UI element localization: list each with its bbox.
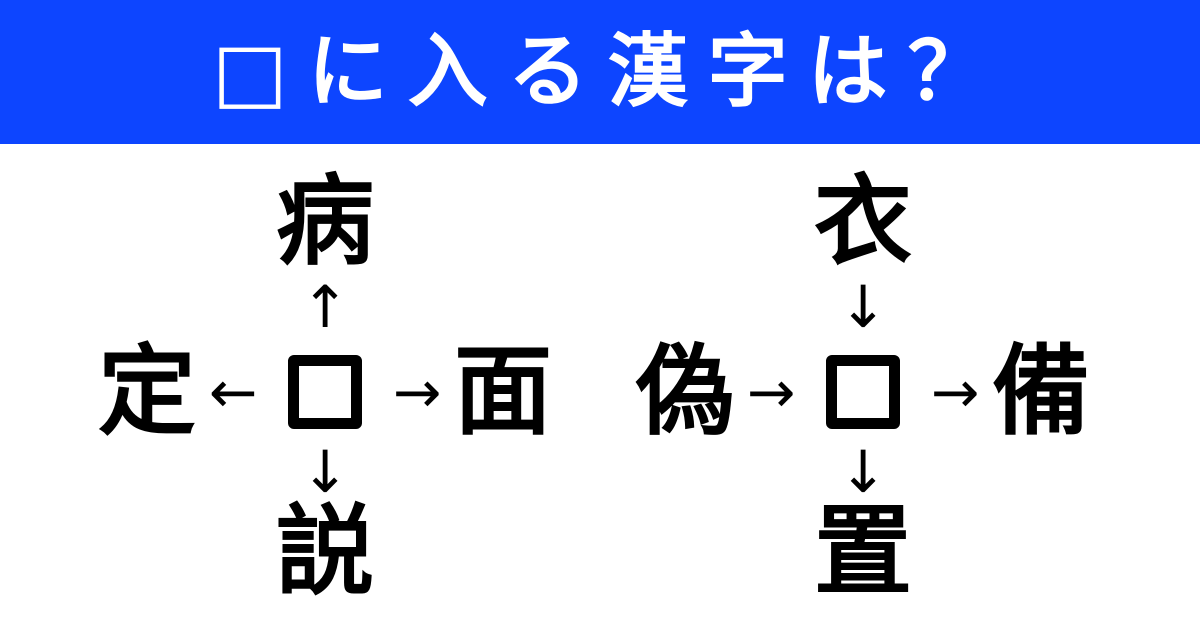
arrow-down-icon: ↓: [838, 438, 888, 506]
arrow-up-icon: ↑: [300, 273, 350, 341]
kanji-left: 定: [97, 335, 196, 449]
answer-box: [826, 355, 900, 429]
kanji-puzzle-right: 衣 ↓ 偽 → → 備 ↓ 置: [625, 166, 1101, 608]
page-title: □に入る漢字は？: [212, 25, 1008, 118]
kanji-right: 面: [453, 335, 552, 449]
kanji-bottom: 置: [813, 495, 912, 609]
arrow-right-icon: →: [746, 358, 796, 426]
arrow-right-icon: →: [392, 358, 442, 426]
arrow-down-icon: ↓: [300, 438, 350, 506]
header-banner: □に入る漢字は？: [0, 0, 1200, 144]
kanji-top: 病: [275, 165, 374, 279]
kanji-left: 偽: [635, 335, 734, 449]
kanji-puzzle-left: 病 ↑ 定 ← → 面 ↓ 説: [87, 166, 563, 608]
kanji-top: 衣: [813, 165, 912, 279]
arrow-left-icon: ←: [208, 358, 258, 426]
kanji-bottom: 説: [275, 495, 374, 609]
arrow-down-icon: ↓: [838, 273, 888, 341]
arrow-right-icon: →: [930, 358, 980, 426]
answer-box: [288, 355, 362, 429]
kanji-right: 備: [991, 335, 1090, 449]
